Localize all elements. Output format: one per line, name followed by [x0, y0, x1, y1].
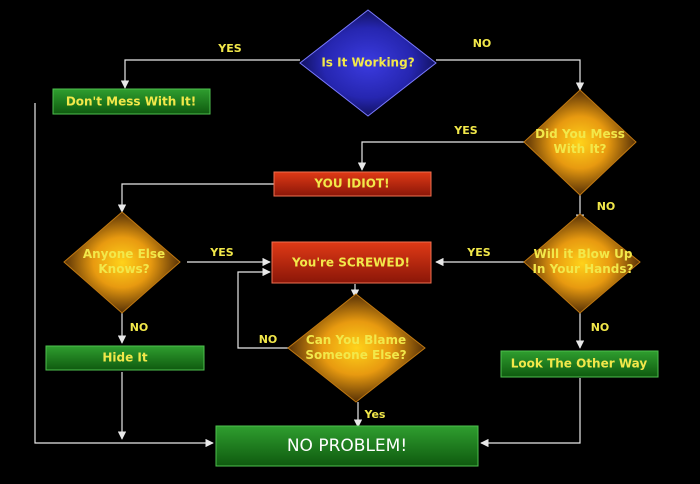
edge-labels: YES NO YES NO YES YES NO NO NO Yes — [130, 37, 616, 421]
node-text-line: Knows? — [98, 262, 149, 276]
node-text-line: NO PROBLEM! — [287, 436, 407, 456]
node-you-idiot-text: YOU IDIOT! — [313, 177, 389, 191]
node-text-line: Did You Mess — [535, 127, 625, 141]
node-text-line: Is It Working? — [321, 56, 414, 70]
node-text-line: Will it Blow Up — [534, 247, 633, 261]
connectors — [34, 59, 585, 448]
node-dont-mess-text: Don't Mess With It! — [66, 95, 196, 109]
edge-mess-yes — [357, 141, 526, 171]
node-hide-it: Hide It — [45, 345, 205, 371]
node-text-line: Hide It — [102, 351, 148, 365]
node-dont-mess: Don't Mess With It! — [52, 88, 211, 115]
node-no-problem-text: NO PROBLEM! — [287, 436, 407, 456]
node-text-line: YOU IDIOT! — [313, 177, 389, 191]
node-text-line: You're SCREWED! — [291, 256, 410, 270]
label-knows-yes: YES — [209, 246, 233, 259]
node-text-line: Can You Blame — [306, 333, 406, 347]
node-text-line: With It? — [554, 142, 607, 156]
node-hide-it-text: Hide It — [102, 351, 148, 365]
label-working-no: NO — [473, 37, 492, 50]
node-is-working-text: Is It Working? — [321, 56, 414, 70]
label-mess-no: NO — [597, 200, 616, 213]
edge-working-no — [436, 59, 585, 91]
label-blow-yes: YES — [466, 246, 490, 259]
node-text-line: Look The Other Way — [511, 357, 648, 371]
label-blow-no: NO — [591, 321, 610, 334]
node-look-away: Look The Other Way — [500, 350, 659, 378]
node-text-line: In Your Hands? — [532, 262, 633, 276]
label-blame-yes: Yes — [364, 408, 386, 421]
edge-look-problem — [480, 378, 581, 448]
label-blame-no: NO — [259, 333, 278, 346]
node-screwed-text: You're SCREWED! — [291, 256, 410, 270]
label-knows-no: NO — [130, 321, 149, 334]
label-working-yes: YES — [217, 42, 241, 55]
node-text-line: Don't Mess With It! — [66, 95, 196, 109]
node-look-away-text: Look The Other Way — [511, 357, 648, 371]
label-mess-yes: YES — [453, 124, 477, 137]
node-you-idiot: YOU IDIOT! — [273, 171, 432, 197]
node-screwed: You're SCREWED! — [271, 241, 432, 284]
node-no-problem: NO PROBLEM! — [215, 425, 479, 467]
edge-working-yes — [120, 59, 300, 89]
edge-blame-no — [237, 267, 289, 349]
node-text-line: Anyone Else — [83, 247, 165, 261]
edge-dontmess-problem — [34, 103, 214, 448]
node-is-working: Is It Working? — [299, 9, 437, 117]
node-text-line: Someone Else? — [305, 348, 406, 362]
edge-idiot-knows — [117, 183, 275, 213]
